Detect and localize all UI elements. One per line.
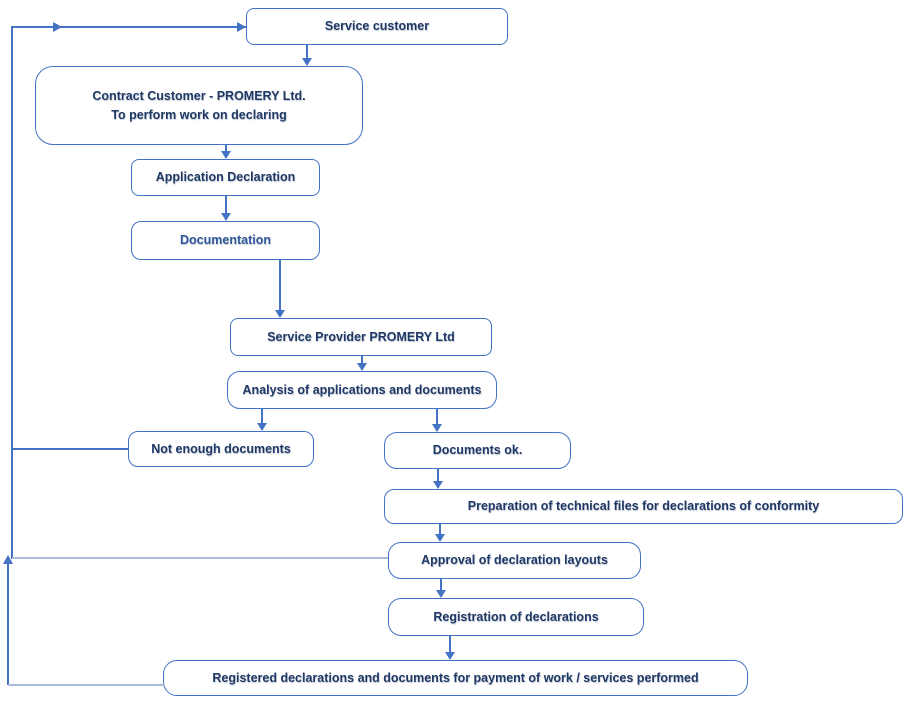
- node-label: Documents ok.: [432, 443, 523, 458]
- arrowhead-down-icon: [445, 652, 455, 660]
- node-approval: Approval of declaration layouts: [388, 542, 641, 579]
- connector-preparation-approval: [439, 524, 441, 535]
- node-label-line1: Contract Customer - PROMERY Ltd.: [92, 88, 306, 103]
- connector-appdecl-documentation: [225, 196, 227, 214]
- node-registered-declarations: Registered declarations and documents fo…: [163, 660, 748, 696]
- node-label: Application Declaration: [155, 170, 296, 185]
- connector-registered-leftrail-vertical: [7, 564, 9, 685]
- node-documentation: Documentation: [131, 221, 320, 260]
- connector-registered-leftrail: [8, 684, 164, 686]
- node-label: Analysis of applications and documents: [242, 382, 482, 397]
- node-label-line2: To perform work on declaring: [111, 107, 287, 122]
- node-application-declaration: Application Declaration: [131, 159, 320, 196]
- node-label: Registration of declarations: [433, 609, 599, 624]
- arrowhead-down-icon: [436, 590, 446, 598]
- node-service-provider: Service Provider PROMERY Ltd: [230, 318, 492, 356]
- node-service-customer: Service customer: [246, 8, 508, 45]
- connector-left-rail: [11, 26, 13, 559]
- node-label: Service customer: [324, 19, 430, 34]
- node-label: Preparation of technical files for decla…: [467, 499, 820, 514]
- connector-analysis-notenough: [261, 409, 263, 424]
- node-label: Service Provider PROMERY Ltd: [267, 329, 455, 344]
- connector-notenough-leftrail: [12, 448, 128, 450]
- connector-contract-appdecl: [225, 145, 227, 153]
- node-label: Documentation: [180, 233, 271, 248]
- connector-analysis-docsok: [436, 409, 438, 425]
- connector-leftrail-approval: [12, 557, 388, 559]
- node-analysis: Analysis of applications and documents: [227, 371, 497, 409]
- connector-provider-analysis: [361, 356, 363, 364]
- node-label: Approval of declaration layouts: [421, 553, 608, 568]
- arrowhead-down-icon: [275, 310, 285, 318]
- arrowhead-down-icon: [221, 151, 231, 159]
- arrowhead-down-icon: [433, 481, 443, 489]
- arrowhead-right-icon: [53, 22, 62, 32]
- connector-approval-registration: [440, 579, 442, 591]
- node-documents-ok: Documents ok.: [384, 432, 571, 469]
- node-registration: Registration of declarations: [388, 598, 644, 636]
- connector-registration-registered: [449, 636, 451, 653]
- connector-documentation-provider: [279, 260, 281, 311]
- arrowhead-down-icon: [435, 534, 445, 542]
- node-preparation: Preparation of technical files for decla…: [384, 489, 903, 524]
- connector-leftrail-servicecustomer: [12, 26, 246, 28]
- node-label: Registered declarations and documents fo…: [212, 670, 699, 685]
- node-label: Not enough documents: [151, 441, 291, 456]
- arrowhead-down-icon: [357, 363, 367, 371]
- arrowhead-down-icon: [432, 424, 442, 432]
- node-not-enough-documents: Not enough documents: [128, 431, 314, 467]
- connector-servicecustomer-contract: [306, 45, 308, 59]
- connector-docsok-preparation: [437, 469, 439, 482]
- arrowhead-down-icon: [302, 58, 312, 66]
- arrowhead-down-icon: [257, 423, 267, 431]
- arrowhead-down-icon: [221, 213, 231, 221]
- arrowhead-up-icon: [3, 555, 13, 564]
- arrowhead-right-icon: [237, 22, 246, 32]
- node-contract-customer: Contract Customer - PROMERY Ltd. To perf…: [35, 66, 363, 145]
